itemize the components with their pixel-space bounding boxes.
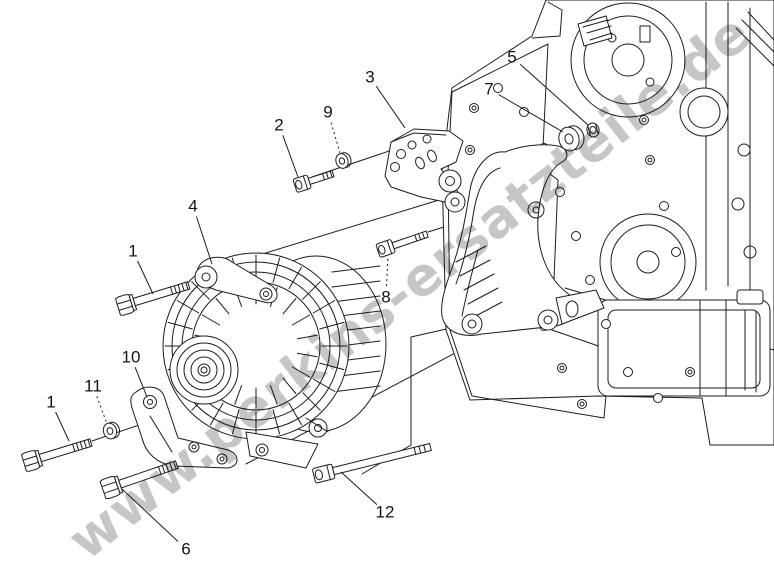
callout-11: 11 — [84, 376, 102, 396]
leader-line-10 — [134, 367, 148, 398]
nut-5 — [586, 122, 600, 138]
leader-line-2 — [282, 135, 299, 178]
washer-7 — [558, 125, 585, 152]
callout-10: 10 — [121, 347, 141, 367]
mounting-bracket-drawing — [384, 128, 466, 213]
leader-line-7 — [498, 94, 564, 133]
washer-11 — [102, 421, 121, 440]
washer-9 — [335, 152, 352, 169]
callout-2: 2 — [274, 115, 284, 135]
socket-screw-8 — [375, 230, 429, 258]
callout-7: 7 — [484, 79, 494, 99]
leader-line-6 — [121, 488, 179, 542]
hex-bolt-1-upper — [115, 281, 191, 316]
alternator-drawing — [162, 252, 387, 469]
engine-block-drawing — [441, 0, 774, 446]
callout-3: 3 — [365, 67, 375, 87]
socket-screw-2 — [292, 170, 335, 193]
callout-12: 12 — [375, 502, 395, 522]
callout-4: 4 — [188, 196, 198, 216]
leader-line-11 — [96, 396, 108, 425]
callout-1b: 1 — [46, 392, 56, 412]
support-bracket-drawing — [441, 144, 605, 336]
callout-1: 1 — [128, 241, 138, 261]
callout-8: 8 — [381, 287, 391, 307]
lower-bracket-drawing — [130, 386, 238, 469]
leader-line-12 — [340, 471, 378, 505]
leader-line-4 — [195, 216, 213, 265]
leader-line-3 — [375, 85, 406, 129]
leader-line-9 — [330, 122, 341, 154]
leader-line-1b — [55, 411, 70, 442]
callout-6: 6 — [181, 539, 191, 559]
leader-line-5 — [519, 63, 589, 126]
hex-bolt-1-lower — [21, 438, 93, 472]
leader-line-8 — [386, 255, 389, 287]
callout-5: 5 — [507, 47, 517, 67]
socket-bolt-12 — [312, 442, 432, 484]
hex-bolt-6 — [99, 460, 179, 500]
callout-9: 9 — [323, 102, 333, 122]
leader-line-1 — [137, 260, 154, 295]
